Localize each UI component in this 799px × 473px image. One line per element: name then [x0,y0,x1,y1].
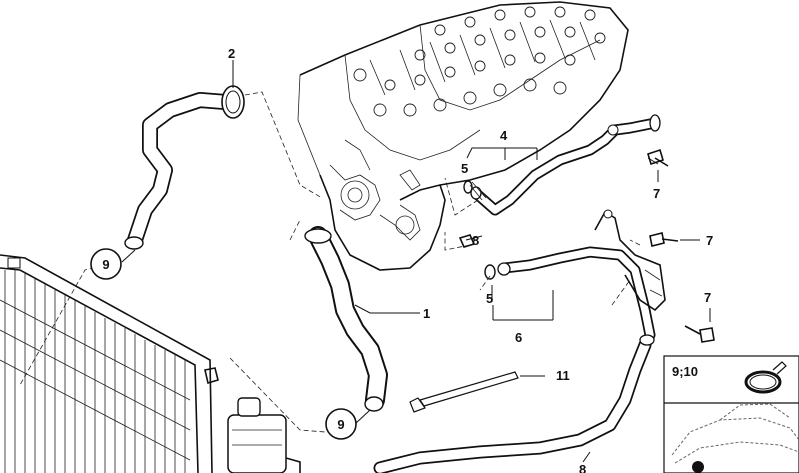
bolt-7-middle [649,232,679,247]
car-location-icon [671,403,799,473]
callout-9-bottom: 9 [325,408,357,440]
hose-2 [124,85,245,250]
hose-1 [304,226,388,412]
bolt-7-lower [684,325,715,343]
part-label-8: 8 [472,233,479,248]
part-label-9-left: 9 [102,257,109,272]
hose-clamp-icon [744,361,787,394]
inset-panel: 9;10 [663,355,799,473]
hose-lower [373,334,655,473]
engine-cylinder-head [297,1,629,271]
inset-label: 9;10 [672,364,698,379]
part-label-5-lower: 5 [486,291,493,306]
o-ring-5-lower [484,264,496,280]
part-label-11: 11 [556,368,570,383]
part-label-9-bottom: 9 [337,417,344,432]
part-label-7-upper: 7 [653,186,660,201]
callout-9-left: 9 [90,248,122,280]
part-label-6: 6 [515,330,522,345]
part-label-2: 2 [228,46,235,61]
pipe-4 [469,114,661,216]
radiator [0,254,219,473]
expansion-tank [227,397,301,473]
callout-lines [121,60,711,463]
part-label-5-upper: 5 [461,161,468,176]
cam-bolts [353,6,606,117]
part-label-4: 4 [500,128,508,143]
part-label-7-middle: 7 [706,233,713,248]
strap-11 [409,371,519,413]
o-ring-5-upper [463,180,473,194]
bolt-7-upper [647,148,669,167]
part-label-8-bottom: 8 [579,462,586,473]
part-label-1: 1 [423,306,430,321]
plug-8 [458,234,476,248]
part-label-7-lower: 7 [704,290,711,305]
pipe-6 [497,209,666,341]
